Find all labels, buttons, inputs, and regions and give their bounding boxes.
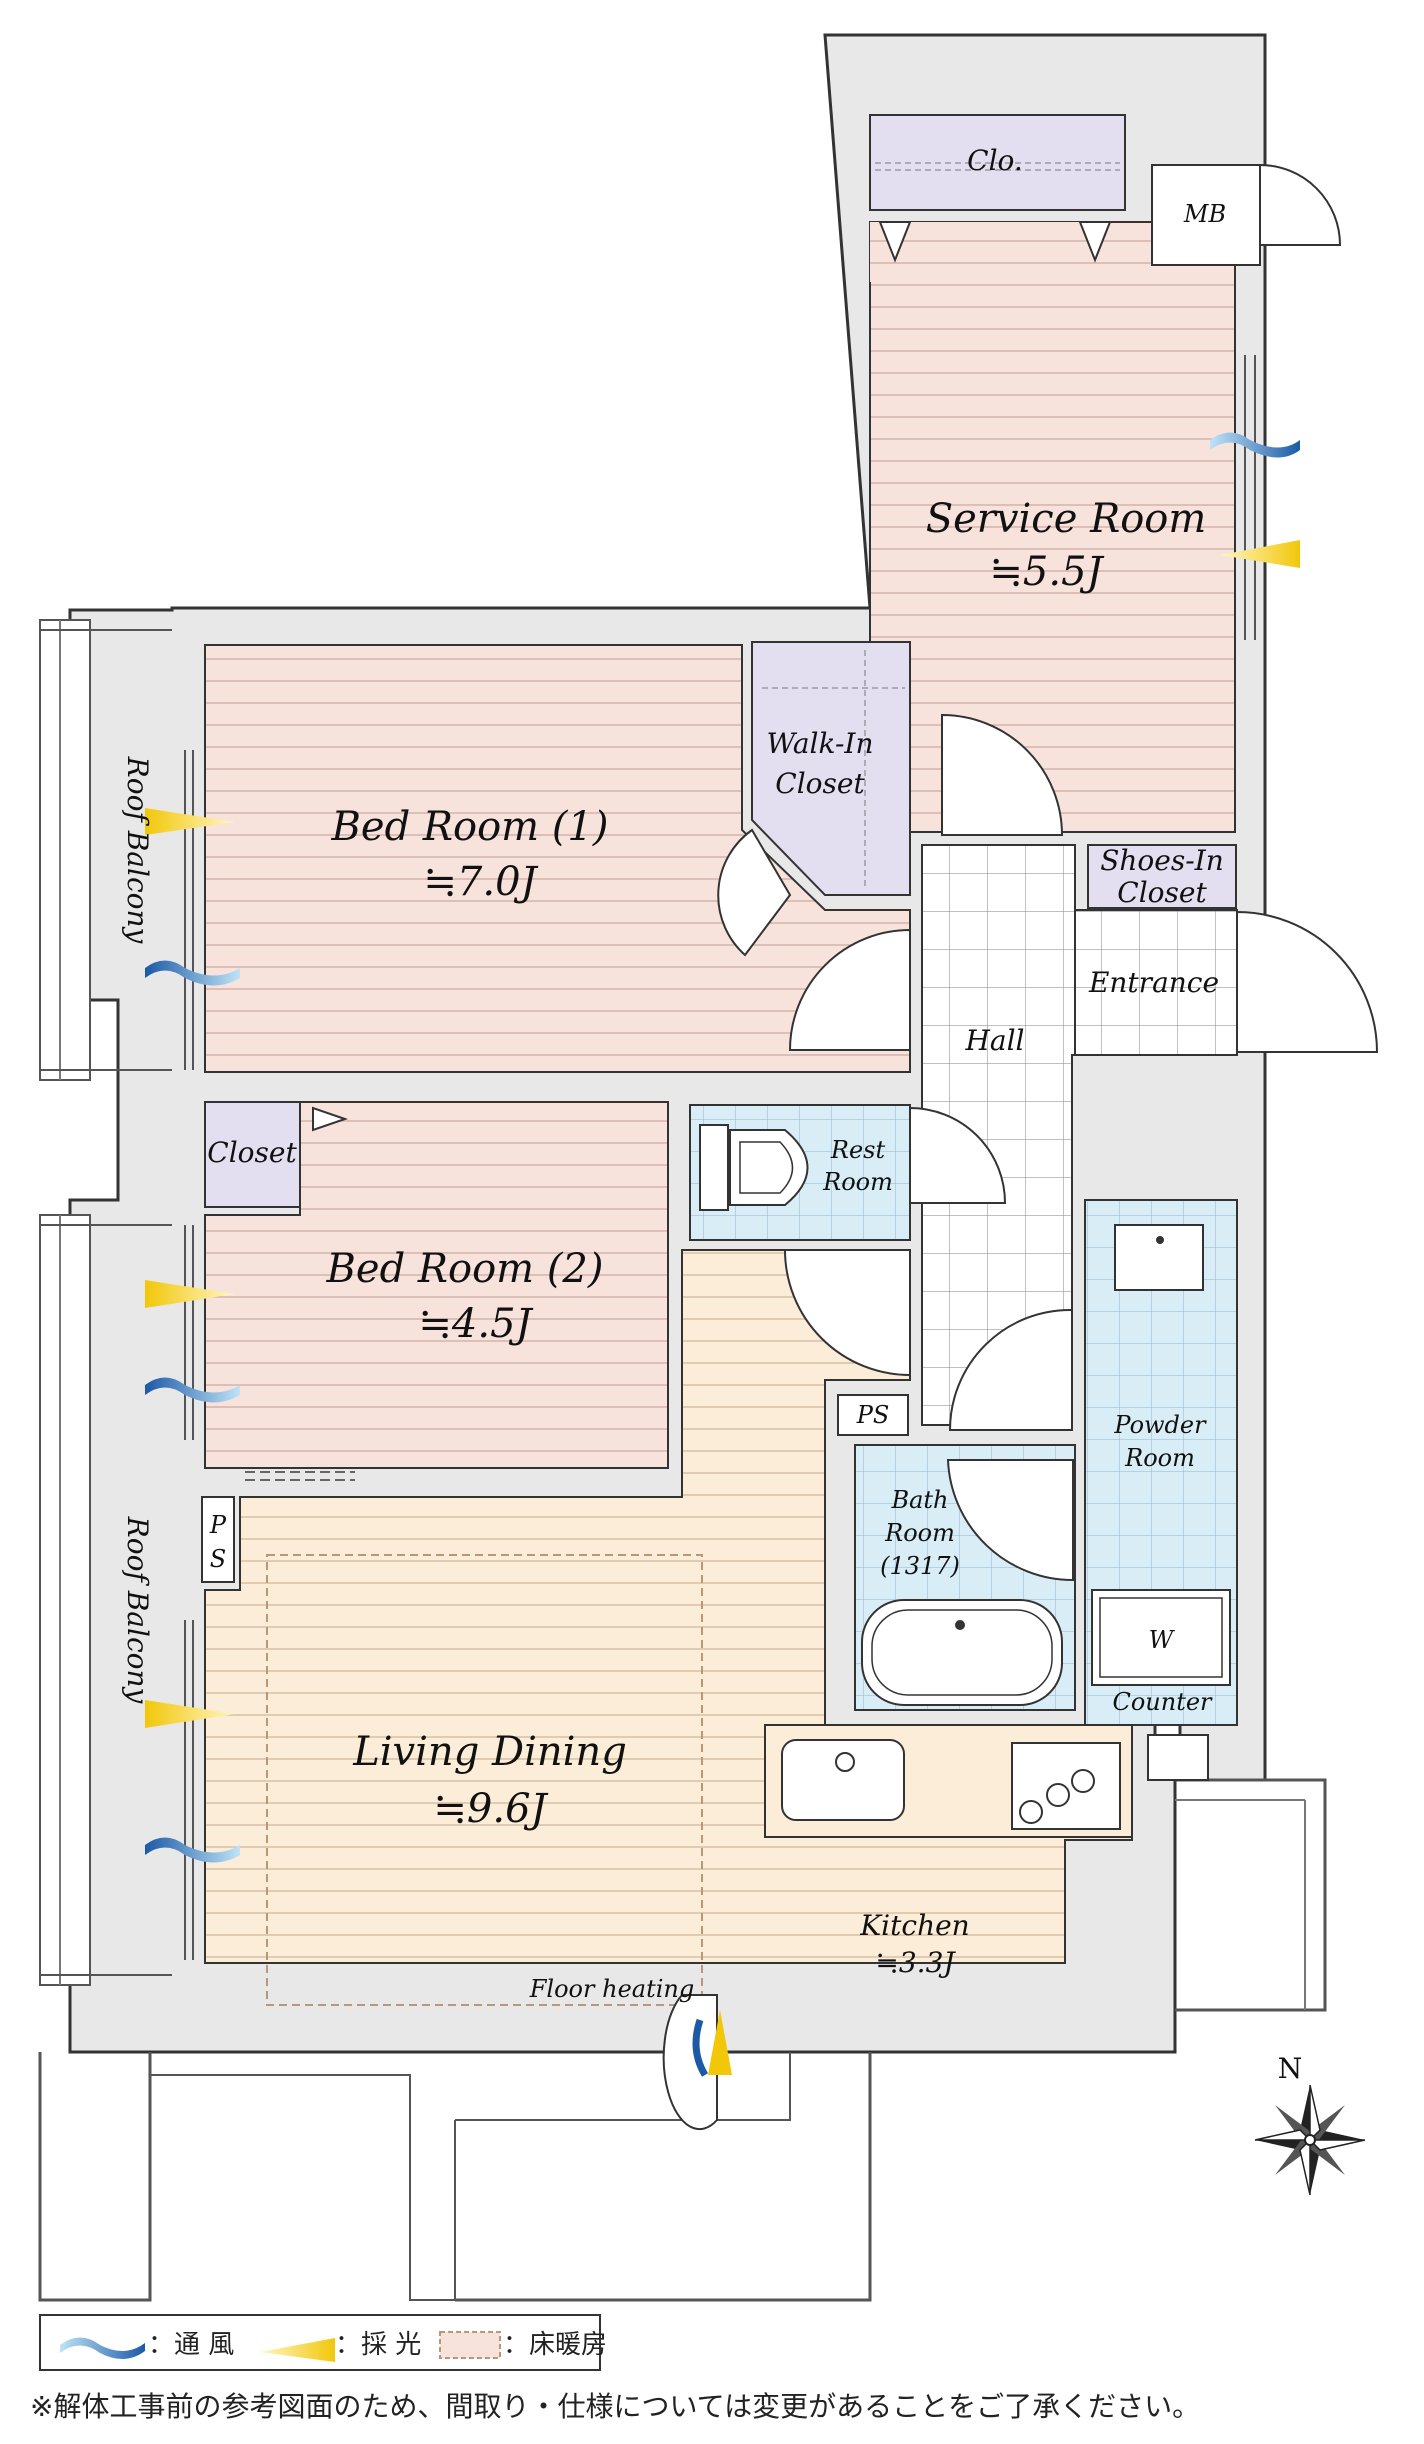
stove [1011, 1742, 1121, 1830]
living-dining-name: Living Dining [352, 1729, 627, 1775]
ps-vertical-box [201, 1496, 235, 1583]
bed-room-2-name: Bed Room (2) [326, 1246, 604, 1292]
legend-ventilation: ：通 風 [148, 2330, 234, 2360]
lower-balcony [38, 2052, 872, 2302]
washbasin [1114, 1224, 1204, 1291]
legend-floor-heating: ：床暖房 [503, 2330, 607, 2360]
kitchen-name: Kitchen [859, 1909, 969, 1942]
bed-room-1-size: ≒7.0J [423, 859, 538, 905]
sink [781, 1739, 905, 1821]
powder-room-label-1: Powder [1113, 1411, 1207, 1439]
powder-room-label-2: Room [1124, 1444, 1195, 1472]
bed-room-2-floor [204, 1101, 669, 1469]
bath-room-label-1: Bath [890, 1486, 948, 1514]
living-dining-size: ≒9.6J [433, 1786, 548, 1832]
service-room-name: Service Room [926, 496, 1207, 542]
walk-in-closet-label-2: Closet [775, 767, 865, 800]
ps-label: PS [856, 1401, 890, 1429]
legend-wind-icon [60, 2337, 145, 2360]
ps-box [837, 1394, 909, 1436]
walk-in-closet-label-1: Walk-In [766, 727, 873, 760]
shoes-in-closet-label-1: Shoes-In [1100, 844, 1224, 877]
service-room-size: ≒5.5J [989, 549, 1104, 595]
bath-room-label-2: Room [884, 1519, 955, 1547]
clo-label: Clo. [967, 144, 1023, 177]
bath-room-label-3: (1317) [880, 1552, 960, 1580]
compass-icon [1254, 2084, 1366, 2196]
legend-light-icon [260, 2338, 335, 2362]
entrance-floor [1074, 909, 1238, 1056]
w-label: W [1149, 1626, 1176, 1654]
right-balcony [1175, 1778, 1327, 2012]
bed-room-1-floor [204, 644, 911, 1073]
closet-label: Closet [207, 1136, 297, 1169]
doors [662, 713, 1379, 2131]
shoes-in-closet-label-2: Closet [1117, 876, 1207, 909]
walk-in-closet-floor [751, 641, 911, 896]
entrance-label: Entrance [1088, 966, 1219, 999]
hall-floor [921, 844, 1076, 1426]
roof-balcony-label-lower: Roof Balcony [121, 1516, 154, 1705]
roof-balcony-lower [39, 1214, 172, 1986]
mb-label: MB [1183, 200, 1226, 228]
legend-floor-heating-icon [439, 2331, 501, 2359]
mb-box [1151, 164, 1261, 266]
ps-vertical-label-1: P [209, 1511, 227, 1539]
shoes-in-closet-floor [1087, 844, 1237, 909]
roof-balcony-upper [39, 619, 172, 1081]
ps-vertical-label-2: S [210, 1545, 226, 1573]
kitchen-size: ≒3.3J [875, 1946, 956, 1979]
floor-heating-label: Floor heating [529, 1975, 694, 2003]
clo-closet [869, 114, 1126, 211]
ventilation-marks [145, 432, 1300, 1863]
legend: ：通 風 ：採 光 ：床暖房 [39, 2314, 607, 2371]
lighting-marks [145, 540, 1300, 2077]
window-marks [184, 355, 1256, 1960]
legend-lighting: ：採 光 [335, 2330, 421, 2360]
bed-room-2-size: ≒4.5J [418, 1301, 533, 1347]
counter-label: Counter [1112, 1688, 1213, 1716]
hall-label: Hall [964, 1024, 1024, 1057]
disclaimer-note: ※解体工事前の参考図面のため、間取り・仕様については変更があることをご了承くださ… [30, 2390, 1201, 2423]
roof-balcony-label-upper: Roof Balcony [121, 756, 154, 945]
bed-room-1-name: Bed Room (1) [331, 804, 609, 850]
rest-room-label-2: Room [822, 1168, 893, 1196]
rest-room-label-1: Rest [830, 1136, 886, 1164]
compass-north-label: N [1278, 2052, 1303, 2085]
